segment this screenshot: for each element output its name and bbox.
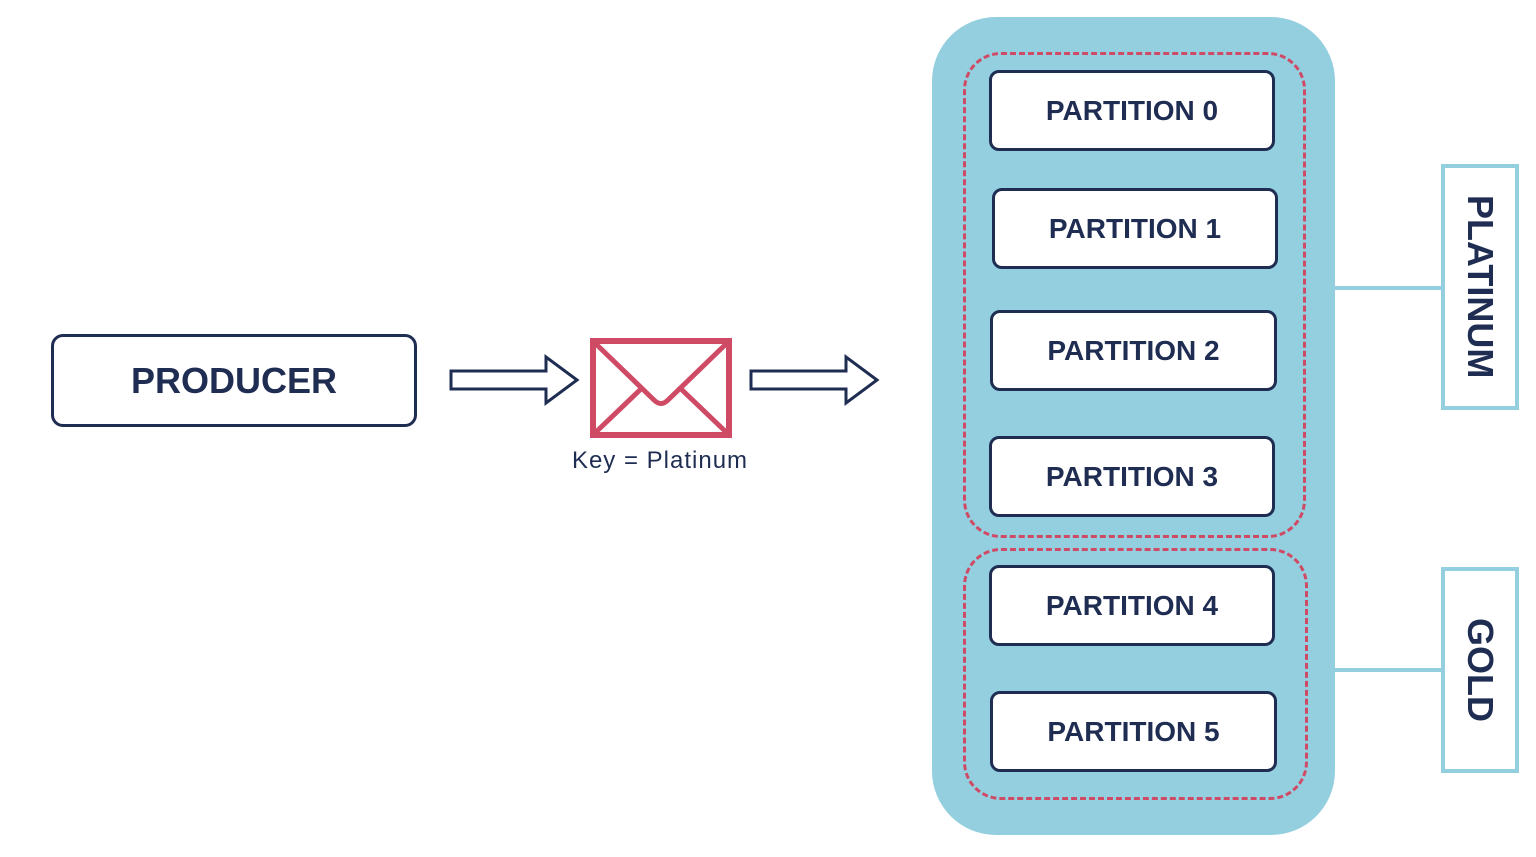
- tier-platinum-label: PLATINUM: [1460, 195, 1501, 379]
- partition-label: PARTITION 1: [1048, 212, 1222, 244]
- partition-4: PARTITION 4: [989, 565, 1275, 646]
- gold-connector: [1335, 668, 1443, 672]
- gold-partition-group: [963, 548, 1308, 800]
- partition-label: PARTITION 5: [1047, 715, 1220, 747]
- envelope-icon: [590, 338, 732, 438]
- producer-label: PRODUCER: [130, 359, 337, 401]
- arrow-right-icon: [748, 352, 882, 408]
- partition-3: PARTITION 3: [989, 436, 1275, 517]
- partition-5: PARTITION 5: [990, 691, 1277, 772]
- partition-label: PARTITION 2: [1047, 334, 1220, 366]
- partition-1: PARTITION 1: [992, 188, 1278, 269]
- tier-gold: GOLD: [1441, 567, 1519, 773]
- partition-label: PARTITION 4: [1045, 589, 1219, 621]
- tier-platinum: PLATINUM: [1441, 164, 1519, 410]
- partition-label: PARTITION 0: [1045, 94, 1219, 126]
- partition-2: PARTITION 2: [990, 310, 1277, 391]
- partition-0: PARTITION 0: [989, 70, 1275, 151]
- message-key-label: Key = Platinum: [571, 447, 749, 474]
- platinum-connector: [1335, 286, 1443, 290]
- partition-label: PARTITION 3: [1045, 460, 1219, 492]
- producer-box: PRODUCER: [51, 334, 417, 427]
- platinum-partition-group: [963, 52, 1306, 538]
- arrow-right-icon: [448, 352, 582, 408]
- tier-gold-label: GOLD: [1460, 618, 1501, 722]
